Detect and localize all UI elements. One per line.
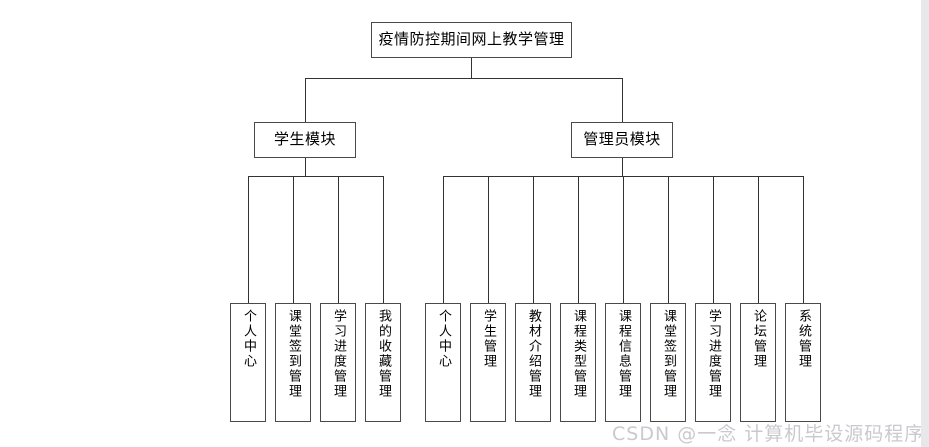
connector-student-bus xyxy=(248,176,383,177)
node-student-module-label: 学生模块 xyxy=(273,130,336,149)
connector-root-stem xyxy=(471,58,472,78)
node-admin-leaf-8[interactable]: 论坛管理 xyxy=(740,303,776,422)
connector-student-drop-2 xyxy=(293,176,294,303)
connector-admin-drop-5 xyxy=(623,176,624,303)
connector-level1-bus xyxy=(305,78,623,79)
connector-admin-drop-2 xyxy=(488,176,489,303)
node-admin-leaf-7[interactable]: 学习进度管理 xyxy=(695,303,731,422)
connector-student-drop-1 xyxy=(248,176,249,303)
node-root-label: 疫情防控期间网上教学管理 xyxy=(378,30,565,49)
node-student-leaf-2-label: 课堂签到管理 xyxy=(286,309,302,399)
node-admin-leaf-7-label: 学习进度管理 xyxy=(706,309,722,399)
page-edge-strip xyxy=(921,0,929,447)
connector-admin-drop-9 xyxy=(803,176,804,303)
connector-student-drop-3 xyxy=(338,176,339,303)
node-student-leaf-1-label: 个人中心 xyxy=(241,309,257,369)
connector-drop-student-module xyxy=(305,78,306,122)
node-admin-leaf-2[interactable]: 学生管理 xyxy=(470,303,506,422)
node-student-leaf-4-label: 我的收藏管理 xyxy=(376,309,392,399)
node-admin-leaf-2-label: 学生管理 xyxy=(481,309,497,369)
node-admin-leaf-1[interactable]: 个人中心 xyxy=(425,303,461,422)
node-admin-leaf-5-label: 课程信息管理 xyxy=(616,309,632,399)
node-student-leaf-3[interactable]: 学习进度管理 xyxy=(320,303,356,422)
node-admin-leaf-3[interactable]: 教材介绍管理 xyxy=(515,303,551,422)
node-student-leaf-1[interactable]: 个人中心 xyxy=(230,303,266,422)
node-admin-leaf-1-label: 个人中心 xyxy=(436,309,452,369)
node-student-leaf-2[interactable]: 课堂签到管理 xyxy=(275,303,311,422)
connector-admin-stem xyxy=(622,158,623,176)
node-admin-module-label: 管理员模块 xyxy=(583,130,661,149)
node-root[interactable]: 疫情防控期间网上教学管理 xyxy=(371,22,572,58)
connector-drop-admin-module xyxy=(622,78,623,122)
node-admin-leaf-9[interactable]: 系统管理 xyxy=(785,303,821,422)
connector-student-stem xyxy=(305,158,306,176)
node-admin-leaf-9-label: 系统管理 xyxy=(796,309,812,369)
node-student-leaf-4[interactable]: 我的收藏管理 xyxy=(365,303,401,422)
connector-admin-drop-4 xyxy=(578,176,579,303)
node-admin-module[interactable]: 管理员模块 xyxy=(571,122,673,158)
node-admin-leaf-6-label: 课堂签到管理 xyxy=(661,309,677,399)
csdn-watermark: CSDN @一念 计算机毕设源码程序 xyxy=(612,423,925,445)
node-student-module[interactable]: 学生模块 xyxy=(254,122,356,158)
connector-admin-drop-6 xyxy=(668,176,669,303)
connector-admin-drop-1 xyxy=(443,176,444,303)
node-admin-leaf-4[interactable]: 课程类型管理 xyxy=(560,303,596,422)
connector-student-drop-4 xyxy=(383,176,384,303)
node-admin-leaf-8-label: 论坛管理 xyxy=(751,309,767,369)
node-admin-leaf-6[interactable]: 课堂签到管理 xyxy=(650,303,686,422)
node-student-leaf-3-label: 学习进度管理 xyxy=(331,309,347,399)
connector-admin-drop-8 xyxy=(758,176,759,303)
connector-admin-drop-3 xyxy=(533,176,534,303)
connector-admin-drop-7 xyxy=(713,176,714,303)
node-admin-leaf-4-label: 课程类型管理 xyxy=(571,309,587,399)
node-admin-leaf-5[interactable]: 课程信息管理 xyxy=(605,303,641,422)
node-admin-leaf-3-label: 教材介绍管理 xyxy=(526,309,542,399)
